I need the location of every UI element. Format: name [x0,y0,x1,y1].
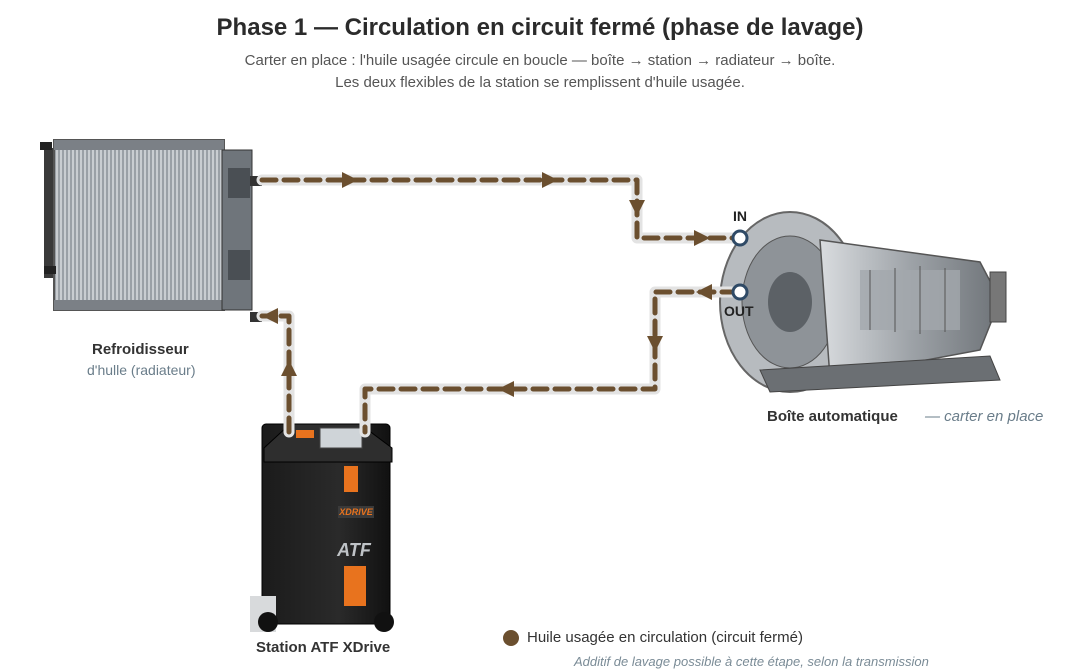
station-name: Station ATF XDrive [256,639,391,656]
legend-text: Huile usagée en circulation (circuit fer… [527,629,803,646]
port-in-label: IN [733,208,747,224]
station-badge: ATF [336,540,372,560]
flow-arrow-down-2 [647,336,663,352]
legend-note: Additif de lavage possible à cette étape… [574,654,929,669]
radiator-detail: d'hulle (radiateur) [87,362,196,378]
gearbox-name: Boîte automatique [767,408,898,425]
flow-arrow-left-1 [696,284,712,300]
flow-arrow-down-1 [629,200,645,216]
station-image: XDRIVE ATF [250,423,394,632]
flow-arrow-right-1 [342,172,358,188]
hose-gearbox-to-station [362,289,739,435]
page-title: Phase 1 — Circulation en circuit fermé (… [216,14,864,41]
gearbox-image [719,211,1007,393]
subtitle-line-2: Les deux flexibles de la station se remp… [335,74,745,91]
flow-arrow-right-3 [694,230,710,246]
flow-arrow-left-3 [262,308,278,324]
port-in-circle [731,229,749,247]
port-out-circle [731,283,749,301]
flow-arrow-right-2 [542,172,558,188]
port-out-label: OUT [724,303,754,319]
legend-oil-dot [503,630,519,646]
hose-radiator-to-gearbox-tube [256,174,742,244]
station-logo: XDRIVE [338,507,374,517]
hose-gearbox-to-station-tube [359,286,742,438]
radiator-name: Refroidisseur [92,341,189,358]
hose-radiator-to-gearbox [259,177,739,241]
subtitle-line-1: Carter en place : l'huile usagée circule… [244,52,836,69]
flow-arrow-left-2 [498,381,514,397]
radiator-image [40,139,262,322]
gearbox-detail: — carter en place [925,408,1044,425]
flow-arrow-up-1 [281,360,297,376]
